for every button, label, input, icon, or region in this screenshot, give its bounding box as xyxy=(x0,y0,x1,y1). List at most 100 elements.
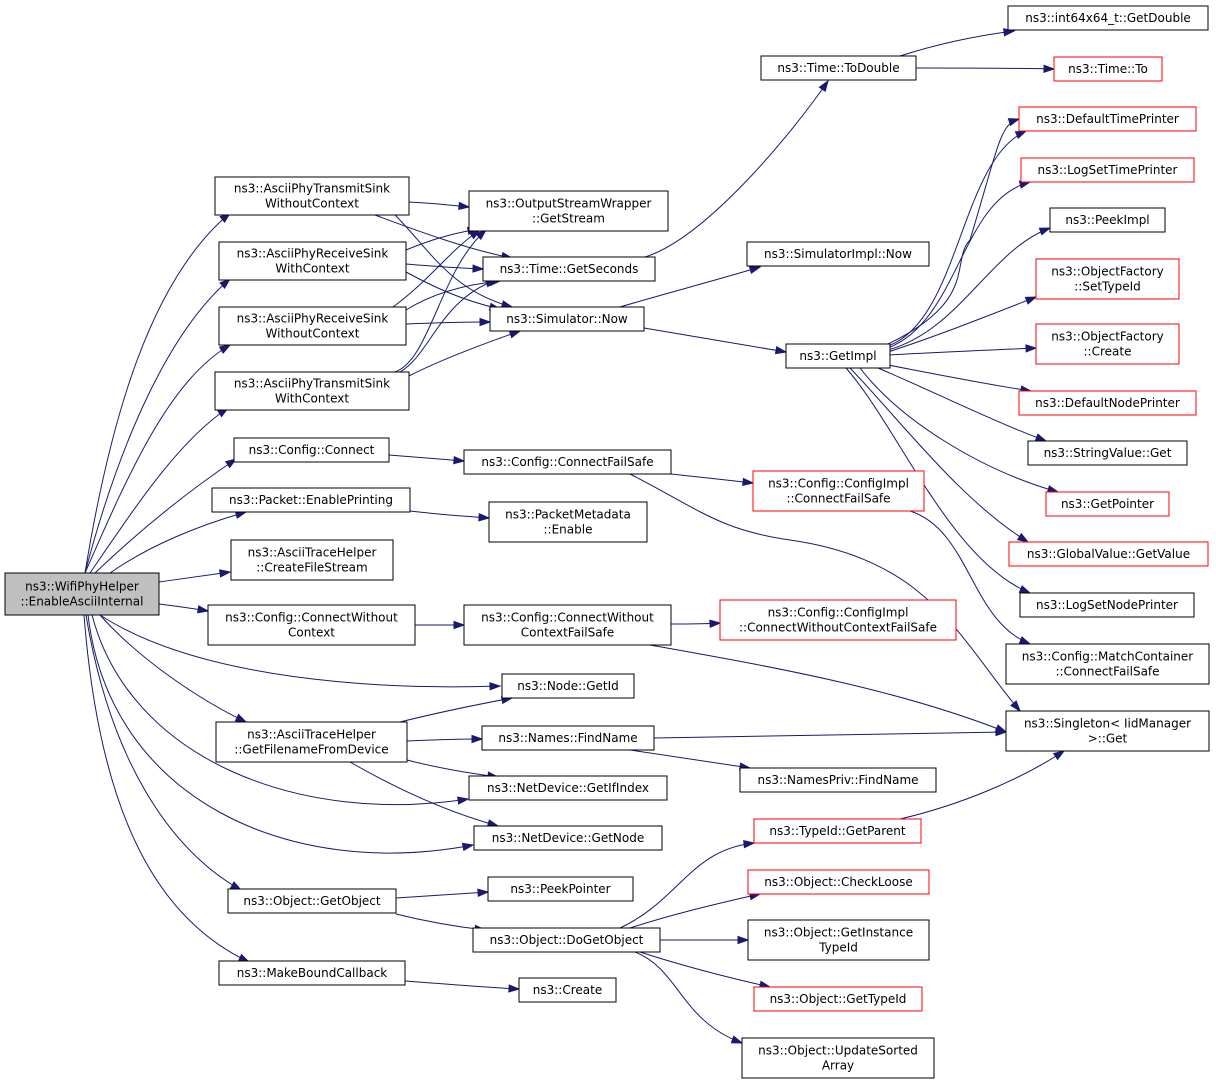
edge-root-to-n_tx_sink_nc xyxy=(84,212,232,574)
node-globalvalue-getvalue[interactable]: ns3::GlobalValue::GetValue xyxy=(1008,541,1209,567)
node-packet-enable[interactable]: ns3::Packet::EnablePrinting xyxy=(211,487,411,513)
node-label: ns3::Simulator::Now xyxy=(506,312,628,326)
edge-line xyxy=(399,697,513,723)
edge-n_tx_sink_c-to-n_simulator_now xyxy=(408,330,522,377)
arrowhead xyxy=(508,984,521,993)
node-label: Context xyxy=(288,626,335,640)
node-label: ::ConnectFailSafe xyxy=(786,492,890,506)
node-singleton-get[interactable]: ns3::Singleton< IidManager>::Get xyxy=(1005,710,1210,752)
node-label: ns3::Singleton< IidManager xyxy=(1024,717,1191,731)
arrowhead xyxy=(234,713,248,723)
node-box xyxy=(481,725,655,751)
node-label: ns3::Names::FindName xyxy=(498,731,637,745)
node-packet-metadata-enable[interactable]: ns3::PacketMetadata::Enable xyxy=(488,501,648,543)
node-label: Array xyxy=(822,1059,854,1073)
node-object-checkloose[interactable]: ns3::Object::CheckLoose xyxy=(747,869,930,895)
node-box xyxy=(741,1037,935,1079)
arrowhead xyxy=(1007,118,1021,127)
edge-line xyxy=(395,913,486,931)
node-label: ns3::Config::ConnectWithout xyxy=(481,611,654,625)
arrowhead xyxy=(1024,296,1038,305)
node-create-file-stream[interactable]: ns3::AsciiTraceHelper::CreateFileStream xyxy=(230,539,394,581)
node-netdevice-getifindex[interactable]: ns3::NetDevice::GetIfIndex xyxy=(468,775,668,801)
node-label: ::ConnectFailSafe xyxy=(1055,665,1159,679)
edge-line xyxy=(392,229,481,308)
edge-root-to-n_config_connect xyxy=(94,458,238,574)
node-names-findname[interactable]: ns3::Names::FindName xyxy=(481,725,655,751)
edge-line xyxy=(887,181,1031,349)
node-peekpointer[interactable]: ns3::PeekPointer xyxy=(487,876,634,902)
node-make-bound-cb[interactable]: ns3::MakeBoundCallback xyxy=(218,960,406,986)
node-configimpl-connectwcfs[interactable]: ns3::Config::ConfigImpl::ConnectWithoutC… xyxy=(719,599,957,641)
node-node-getid[interactable]: ns3::Node::GetId xyxy=(501,673,635,699)
arrowhead xyxy=(742,477,755,487)
node-label: ns3::Object::UpdateSorted xyxy=(758,1044,918,1058)
arrowhead xyxy=(774,346,788,355)
arrowhead xyxy=(1038,227,1052,236)
node-box xyxy=(487,876,634,902)
arrowhead xyxy=(737,935,750,945)
node-label: ::ConnectWithoutContextFailSafe xyxy=(739,621,937,635)
node-config-connect-fs[interactable]: ns3::Config::ConnectFailSafe xyxy=(463,449,672,475)
node-netdevice-getnode[interactable]: ns3::NetDevice::GetNode xyxy=(473,825,663,851)
node-getpointer[interactable]: ns3::GetPointer xyxy=(1045,491,1170,517)
node-configimpl-connectfs[interactable]: ns3::Config::ConfigImpl::ConnectFailSafe xyxy=(752,470,925,512)
edge-n_tx_sink_nc-to-n_get_stream xyxy=(408,201,471,211)
node-time-todouble[interactable]: ns3::Time::ToDouble xyxy=(760,55,917,81)
node-time-to[interactable]: ns3::Time::To xyxy=(1053,56,1163,82)
node-logset-time-printer[interactable]: ns3::LogSetTimePrinter xyxy=(1020,157,1195,183)
edge-n_typeid_getparent-to-n_singleton_get xyxy=(899,750,1066,820)
node-label: ns3::Create xyxy=(533,983,602,997)
node-label: TypeId xyxy=(818,941,858,955)
node-matchcontainer-connectfs[interactable]: ns3::Config::MatchContainer::ConnectFail… xyxy=(1005,643,1210,685)
edge-line xyxy=(405,271,501,310)
node-config-connect-wc[interactable]: ns3::Config::ConnectWithoutContext xyxy=(207,604,416,646)
node-simulator-now[interactable]: ns3::Simulator::Now xyxy=(489,306,645,332)
node-box xyxy=(218,241,407,281)
node-objectfactory-create[interactable]: ns3::ObjectFactory::Create xyxy=(1035,323,1180,365)
node-label: ns3::Object::GetInstance xyxy=(764,926,913,940)
edge-line xyxy=(643,327,787,353)
node-box xyxy=(785,343,891,369)
node-object-getobject[interactable]: ns3::Object::GetObject xyxy=(227,888,397,914)
edge-root-to-n_node_getid xyxy=(99,614,502,691)
node-namespriv-findname[interactable]: ns3::NamesPriv::FindName xyxy=(739,767,937,793)
edge-line xyxy=(887,130,1027,347)
node-box xyxy=(1027,440,1188,466)
edge-n_time_getseconds-to-n_time_todouble xyxy=(644,79,829,258)
node-int64-getdouble[interactable]: ns3::int64x64_t::GetDouble xyxy=(1007,5,1209,31)
arrowhead xyxy=(472,264,485,273)
node-box xyxy=(468,190,669,232)
node-default-time-printer[interactable]: ns3::DefaultTimePrinter xyxy=(1018,106,1197,132)
node-config-connect-wc-fs[interactable]: ns3::Config::ConnectWithoutContextFailSa… xyxy=(463,604,672,646)
node-label: ::SetTypeId xyxy=(1074,280,1141,294)
node-simimpl-now[interactable]: ns3::SimulatorImpl::Now xyxy=(746,241,930,267)
edge-line xyxy=(84,344,231,574)
node-peekimpl[interactable]: ns3::PeekImpl xyxy=(1049,207,1166,233)
node-object-dogetobject[interactable]: ns3::Object::DoGetObject xyxy=(472,927,661,953)
node-label: ns3::NetDevice::GetNode xyxy=(492,831,644,845)
node-config-connect[interactable]: ns3::Config::Connect xyxy=(233,437,390,463)
node-object-gettypeid[interactable]: ns3::Object::GetTypeId xyxy=(753,986,923,1012)
edge-root-to-n_make_bound_cb xyxy=(83,614,251,963)
edge-n_config_connect_wc_fs-to-n_singleton_get xyxy=(649,644,1008,733)
node-get-filename[interactable]: ns3::AsciiTraceHelper::GetFilenameFromDe… xyxy=(215,721,408,763)
node-logset-node-printer[interactable]: ns3::LogSetNodePrinter xyxy=(1019,592,1195,618)
node-create[interactable]: ns3::Create xyxy=(518,977,617,1003)
node-time-getseconds[interactable]: ns3::Time::GetSeconds xyxy=(482,256,656,282)
arrowhead xyxy=(1010,700,1021,713)
node-get-stream[interactable]: ns3::OutputStreamWrapper::GetStream xyxy=(468,190,669,232)
edge-n_object_dogetobject-to-n_object_getinstancetypeid xyxy=(660,935,750,945)
node-stringvalue-get[interactable]: ns3::StringValue::Get xyxy=(1027,440,1188,466)
node-default-node-printer[interactable]: ns3::DefaultNodePrinter xyxy=(1018,390,1197,416)
node-box xyxy=(218,306,407,346)
node-typeid-getparent[interactable]: ns3::TypeId::GetParent xyxy=(753,818,922,844)
node-getimpl[interactable]: ns3::GetImpl xyxy=(785,343,891,369)
node-objectfactory-settypeid[interactable]: ns3::ObjectFactory::SetTypeId xyxy=(1035,258,1180,300)
